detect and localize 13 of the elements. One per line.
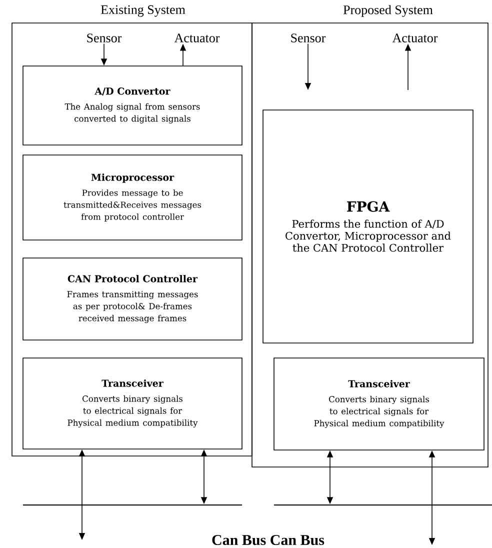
node-label: Proposed System xyxy=(343,5,433,17)
node-label: Existing System xyxy=(100,5,186,17)
bus-label: Can Bus Can Bus xyxy=(212,534,324,546)
process-box: Microprocessor Provides message to be transmitted&Receives messages from protocol controller xyxy=(22,154,242,240)
process-box: Transceiver Converts binary signals to electrical signals for Physical medium compatibility xyxy=(274,358,484,450)
process-box: CAN Protocol Controller Frames transmitting messages as per protocol& De-frames received message frames xyxy=(22,258,242,340)
signal-label: Actuator xyxy=(174,34,220,42)
signal-label: Actuator xyxy=(392,34,438,42)
signal-label: Sensor xyxy=(291,34,326,42)
process-box: A/D Convertor The Analog signal from sensors converted to digital signals xyxy=(22,66,242,146)
process-box: Transceiver Converts binary signals to electrical signals for Physical medium compatibility xyxy=(22,358,242,450)
process-box: FPGA Performs the function of A/D Convertor, Microprocessor and the CAN Protocol Controller xyxy=(262,110,474,344)
signal-label: Sensor xyxy=(87,34,122,42)
